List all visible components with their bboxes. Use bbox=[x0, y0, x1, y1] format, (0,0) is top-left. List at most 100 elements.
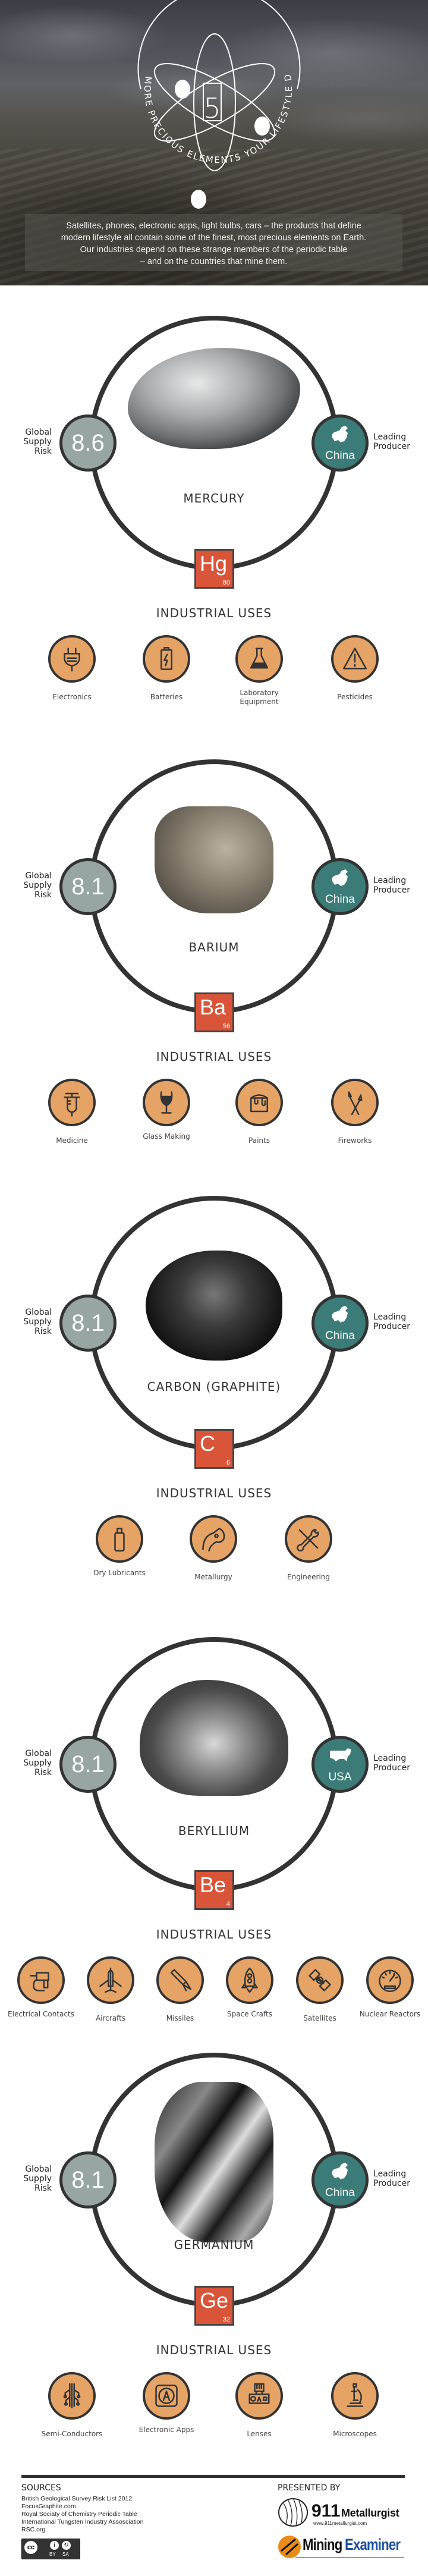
producer-country: China bbox=[325, 2187, 355, 2199]
use-label: Batteries bbox=[150, 693, 183, 701]
fireworks-icon bbox=[348, 1091, 363, 1116]
element-symbol: C bbox=[200, 1431, 215, 1456]
warning-icon bbox=[343, 648, 367, 670]
use-label: Semi-Conductors bbox=[41, 2430, 103, 2438]
mineral-image-beryllium bbox=[140, 1679, 288, 1796]
source-item: Royal Sociaty of Chemistry Periodic Tabl… bbox=[21, 2511, 137, 2518]
atomic-number: 6 bbox=[226, 1459, 230, 1466]
supply-risk-label-line: Supply bbox=[23, 881, 52, 890]
use-label: Laboratory Equipment bbox=[240, 689, 279, 706]
emblem-arc-text: MORE PRECIOUS ELEMENTS YOUR LIFESTYLE DE… bbox=[0, 0, 294, 165]
use-label: Electronics bbox=[52, 693, 92, 701]
supply-risk-label-line: Global bbox=[25, 1308, 52, 1317]
supply-risk-label-line: Global bbox=[25, 871, 52, 881]
atomic-number: 56 bbox=[222, 1023, 230, 1030]
leading-producer-label-line: Leading bbox=[373, 876, 407, 885]
wine-glass-icon bbox=[160, 1091, 173, 1114]
leading-producer-label-line: Leading bbox=[373, 432, 407, 442]
use-label: Metallurgy bbox=[194, 1573, 232, 1581]
911-metallurgist-logo[interactable]: 911 Metallurgist www.911metallurgist.com bbox=[278, 2498, 408, 2527]
use-label: Dry Lubricants bbox=[93, 1569, 146, 1577]
use-paints bbox=[235, 1079, 283, 1126]
leading-producer-label-line: Leading bbox=[373, 2169, 407, 2179]
element-symbol: Hg bbox=[200, 551, 228, 576]
atomic-number: 32 bbox=[222, 2316, 230, 2323]
use-dry-lubricants bbox=[96, 1515, 143, 1563]
use-label: Satellites bbox=[303, 2014, 336, 2022]
metallurgist-globe-icon bbox=[278, 2498, 308, 2527]
gauge-icon bbox=[379, 1969, 401, 1992]
use-pesticides bbox=[331, 635, 379, 683]
supply-risk-value: 8.1 bbox=[59, 1736, 117, 1793]
circuit-icon bbox=[63, 2383, 81, 2409]
mining-examiner-emblem-icon bbox=[278, 2536, 301, 2558]
wrench-screwdriver-icon bbox=[297, 1529, 319, 1552]
emblem-arc-textpath: MORE PRECIOUS ELEMENTS YOUR LIFESTYLE DE… bbox=[0, 0, 293, 165]
electron-dots bbox=[175, 80, 270, 209]
use-glass-making bbox=[143, 1079, 190, 1126]
share-alike-icon: ↻ bbox=[62, 2541, 71, 2550]
sources-title: SOURCES bbox=[21, 2483, 61, 2493]
source-item: FocusGraphite.com bbox=[21, 2503, 76, 2510]
leading-producer-label-line: Producer bbox=[373, 442, 411, 451]
element-name: MERCURY bbox=[183, 491, 245, 505]
element-symbol-tile: Ge 32 bbox=[194, 2286, 234, 2326]
mining-examiner-logo[interactable]: Mining Examiner bbox=[278, 2534, 408, 2559]
element-name: BERYLLIUM bbox=[178, 1824, 250, 1838]
logo-examiner: Examiner bbox=[345, 2536, 401, 2553]
use-electronic-apps bbox=[143, 2372, 190, 2420]
leading-producer-label-line: Producer bbox=[373, 2179, 411, 2188]
mineral-image-barium bbox=[155, 806, 273, 913]
supply-risk-label-line: Supply bbox=[23, 1758, 52, 1768]
element-symbol: Be bbox=[200, 1873, 226, 1897]
element-symbol-tile: Ba 56 bbox=[194, 992, 234, 1032]
source-item: International Tungsten Industry Assoscia… bbox=[21, 2518, 144, 2525]
use-label: Space Crafts bbox=[226, 2010, 273, 2018]
leading-producer-label-line: Producer bbox=[373, 1763, 411, 1773]
producer-country: China bbox=[325, 893, 355, 906]
use-batteries bbox=[143, 635, 190, 683]
leading-producer-label-line: Producer bbox=[373, 885, 411, 895]
mineral-image-mercury bbox=[128, 348, 300, 449]
atom-emblem: 5 MORE PRECIOUS ELEMENTS YOUR LIFESTYLE … bbox=[0, 0, 301, 209]
sa-label: SA bbox=[62, 2552, 69, 2557]
element-symbol: Ge bbox=[200, 2288, 229, 2313]
satellite-icon bbox=[309, 1969, 331, 1991]
leading-producer-label-line: Producer bbox=[373, 1322, 411, 1331]
emblem-ring bbox=[137, 0, 301, 90]
plug-icon bbox=[64, 648, 80, 672]
sky-background bbox=[0, 0, 428, 149]
drill-icon bbox=[30, 1972, 49, 1991]
use-space-crafts bbox=[226, 1956, 273, 2004]
source-item: British Geological Survey Risk List 2012 bbox=[21, 2495, 133, 2502]
use-label: Aircrafts bbox=[95, 2014, 126, 2022]
use-medicine bbox=[48, 1079, 96, 1126]
element-name: GERMANIUM bbox=[174, 2238, 254, 2252]
element-symbol: Ba bbox=[200, 995, 226, 1019]
source-item: RSC.org bbox=[21, 2526, 46, 2533]
cc-by-sa-badge[interactable]: cc i ↻ BY SA bbox=[21, 2539, 80, 2559]
producer-country: USA bbox=[328, 1771, 352, 1783]
supply-risk-label-line: Risk bbox=[34, 1768, 52, 1777]
leading-producer-badge: China bbox=[311, 858, 369, 915]
atom-icon bbox=[153, 33, 276, 171]
by-label: BY bbox=[49, 2552, 56, 2557]
use-label: Glass Making bbox=[143, 1132, 190, 1141]
intro-line: modern lifestyle all contain some of the… bbox=[61, 233, 367, 243]
presented-by-title: PRESENTED BY bbox=[278, 2483, 341, 2493]
element-name: CARBON (GRAPHITE) bbox=[147, 1380, 281, 1394]
supply-risk-label-line: Risk bbox=[34, 1327, 52, 1336]
flask-icon bbox=[250, 648, 268, 669]
use-satellites bbox=[296, 1956, 344, 2004]
use-microscopes bbox=[331, 2372, 379, 2420]
logo-mining: Mining bbox=[303, 2536, 342, 2553]
china-map-icon bbox=[332, 869, 348, 886]
